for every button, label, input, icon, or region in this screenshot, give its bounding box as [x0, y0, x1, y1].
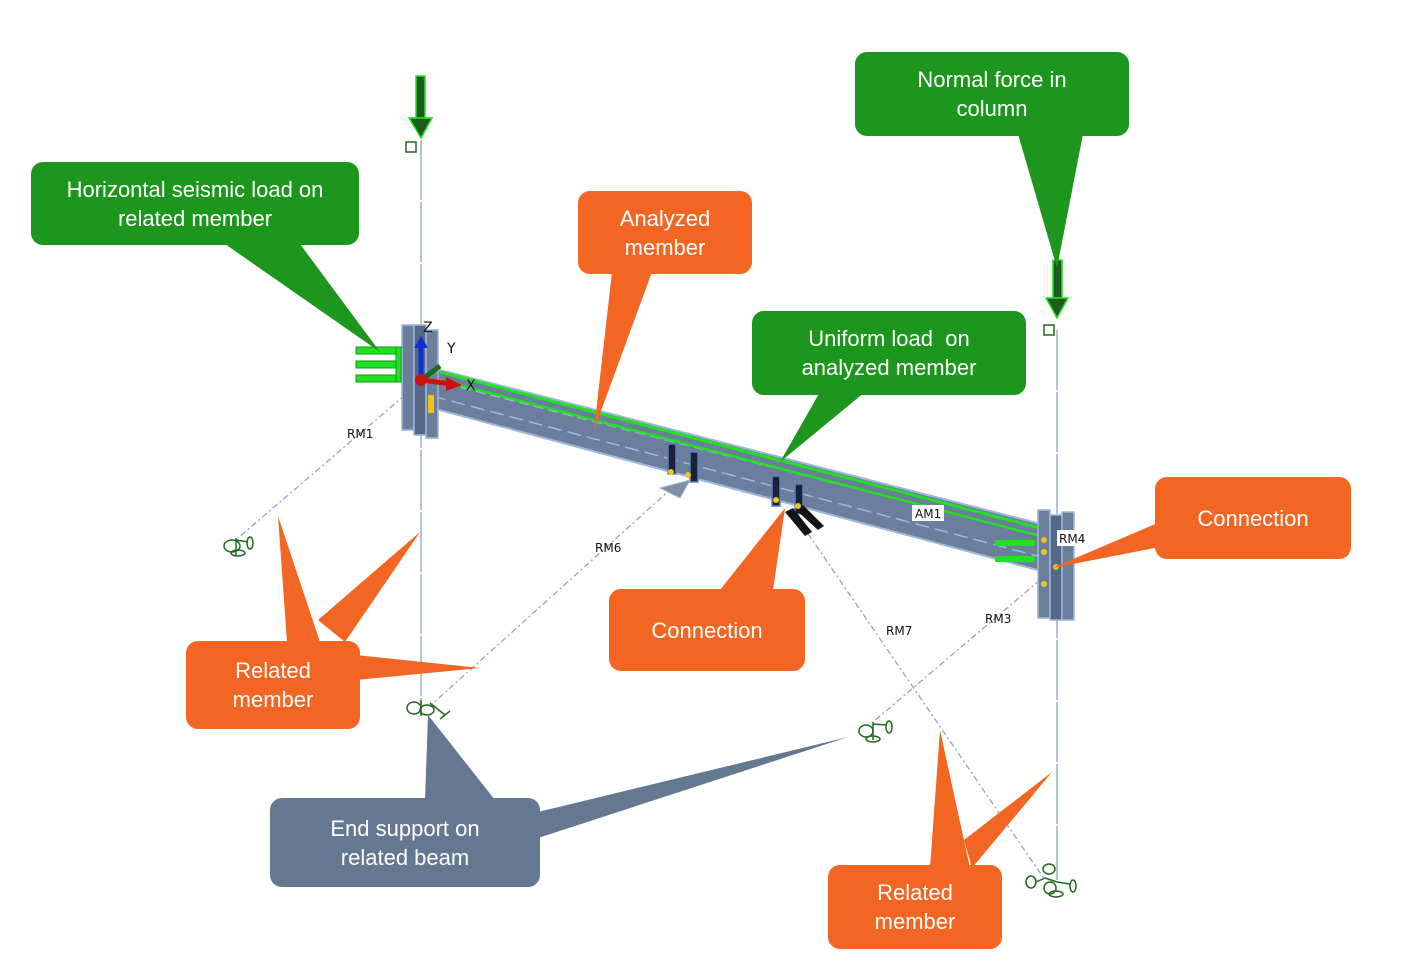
related-right-pointer-b [964, 772, 1052, 868]
seismic-load-arrows[interactable] [355, 346, 402, 383]
normal-force-arrow-left[interactable] [405, 75, 434, 153]
related-left-pointer-a [278, 516, 320, 642]
end-support-pointer-b [538, 737, 848, 838]
callout-text-line: Uniform load on [808, 326, 970, 351]
member-label-rm3[interactable]: RM3 [985, 612, 1011, 626]
callout-text-line: member [624, 234, 706, 260]
related-left-pointer-c [356, 655, 480, 680]
callout-related-member-right: Related member [828, 865, 1002, 949]
rm7-axis[interactable] [799, 521, 1046, 881]
normal-force-pointer [1018, 134, 1083, 268]
member-label-rm7[interactable]: RM7 [886, 624, 912, 638]
coordinate-axes: Z Y X [414, 320, 476, 394]
seismic-pointer [225, 244, 380, 352]
uniform-load-line[interactable] [439, 378, 1041, 538]
support-icon[interactable] [223, 536, 254, 557]
callout-text-line: Related [235, 658, 311, 683]
normal-force-arrow-right[interactable] [1043, 259, 1070, 336]
support-symbols[interactable] [223, 536, 1077, 898]
uniform-pointer [780, 392, 865, 462]
callout-text-line: Normal force in [917, 67, 1067, 92]
connection-right-pointer [1052, 522, 1160, 568]
callout-text-line: related member [117, 205, 273, 231]
support-icon[interactable] [1025, 863, 1077, 898]
axis-label-x: X [466, 378, 476, 394]
callout-pointers [225, 134, 1160, 868]
callout-text-line: member [232, 687, 314, 712]
member-label-am1[interactable]: AM1 [915, 507, 941, 521]
callout-text-line: analyzed member [801, 355, 977, 380]
support-icon[interactable] [406, 700, 451, 720]
callout-text-line: Related [877, 880, 953, 905]
rm1-axis[interactable] [237, 394, 406, 539]
callout-text-line: member [874, 909, 956, 934]
member-labels: RM1 RM6 AM1 RM4 RM7 RM3 [347, 427, 1089, 638]
rm6-axis[interactable] [429, 487, 673, 707]
axis-label-y: Y [446, 341, 456, 357]
callout-text-line: Horizontal seismic load on [66, 176, 324, 202]
analyzed-beam[interactable] [431, 366, 1046, 574]
member-label-rm4[interactable]: RM4 [1059, 532, 1085, 546]
axis-label-z: Z [423, 320, 433, 336]
related-left-pointer-b [318, 532, 420, 642]
callout-connection-right: Connection [1155, 477, 1351, 559]
callout-text-line: Connection [651, 617, 763, 643]
end-support-pointer-a [425, 715, 495, 800]
callout-uniform-load: Uniform load on analyzed member [752, 311, 1026, 395]
callout-related-member-left: Related member [186, 641, 360, 729]
member-label-rm6[interactable]: RM6 [595, 541, 621, 555]
callout-text-line: End support on [330, 815, 480, 841]
member-label-rm1[interactable]: RM1 [347, 427, 373, 441]
support-icon[interactable] [858, 720, 893, 743]
callout-text-line: column [956, 96, 1028, 121]
callout-connection-mid: Connection [609, 589, 805, 671]
callout-text-line: Connection [1197, 505, 1309, 531]
callout-end-support: End support on related beam [270, 798, 540, 887]
rm3-axis[interactable] [872, 579, 1041, 723]
callout-analyzed-member: Analyzed member [578, 191, 752, 274]
uniform-load-line[interactable] [439, 370, 1041, 530]
callout-normal-force: Normal force in column [855, 52, 1129, 136]
callout-text-line: Analyzed [619, 205, 711, 231]
related-right-pointer-a [930, 730, 970, 868]
callout-seismic-load: Horizontal seismic load on related member [31, 162, 359, 245]
analyzed-pointer [594, 272, 652, 430]
connection-mid-pointer [720, 508, 785, 590]
callout-text-line: related beam [340, 844, 470, 870]
